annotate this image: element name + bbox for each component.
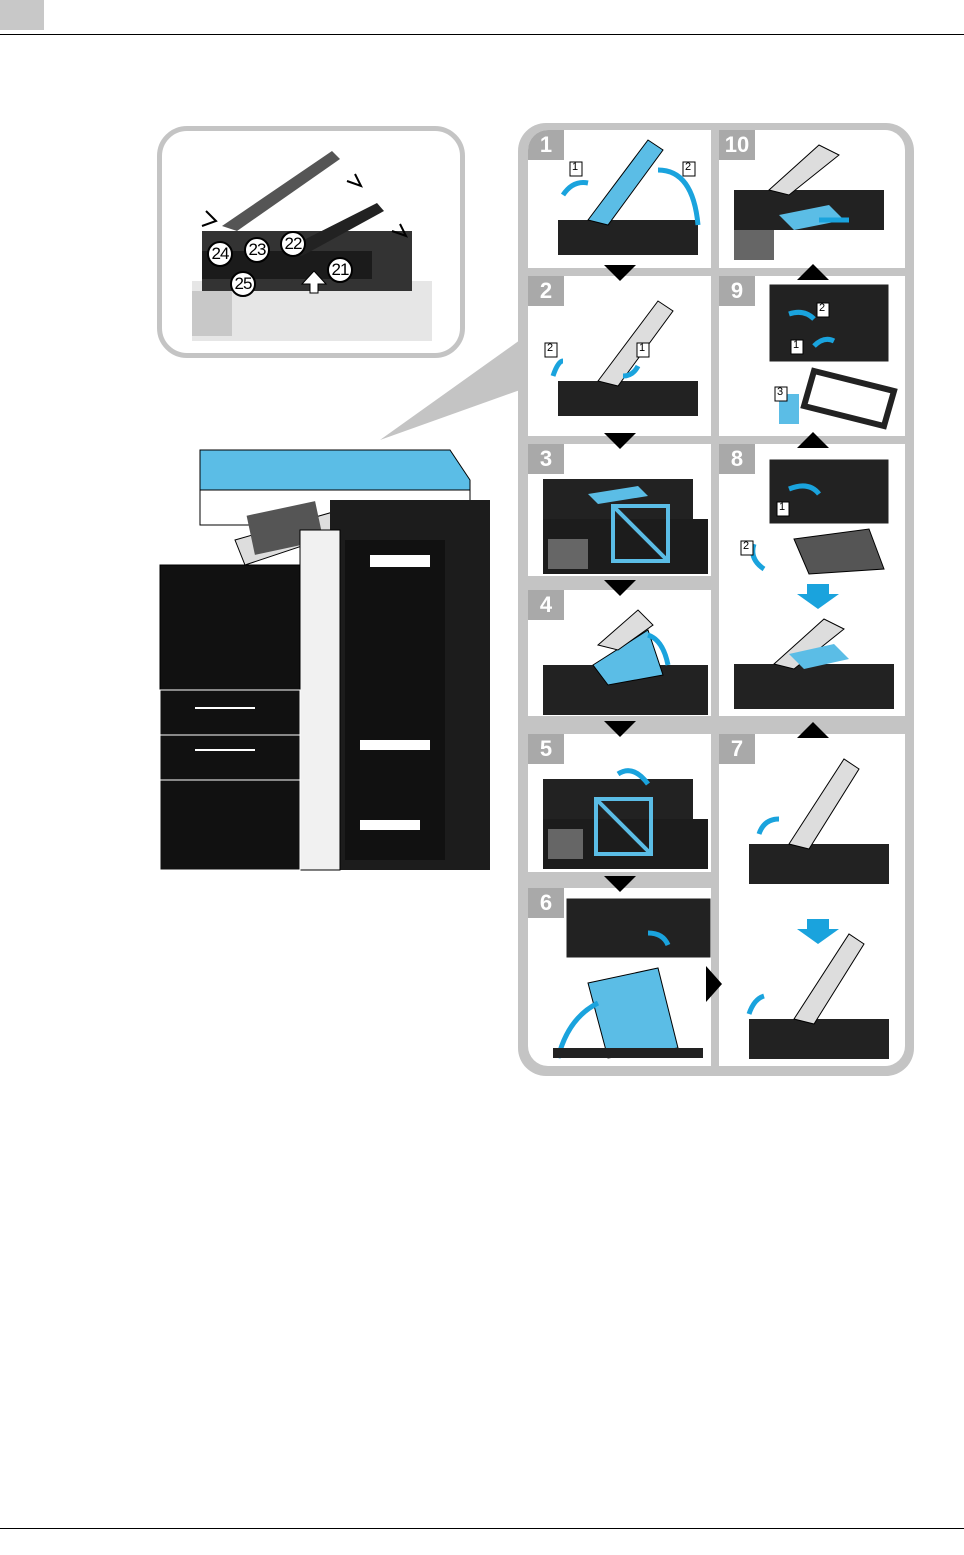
step-2-cell: 2 2 1 [528,276,711,436]
callout-22: 22 [280,231,306,257]
step-1-illustration [528,130,711,268]
zoom-connector [370,330,530,450]
step-4-illustration [528,590,711,716]
footer-rule [0,1528,964,1529]
flow-arrow-2-to-3 [604,433,636,449]
flow-arrow-8-to-9 [797,432,829,448]
callout-21: 21 [327,257,353,283]
flow-arrow-4-to-5 [604,721,636,737]
zoom-inset: 24 23 22 21 25 [157,126,465,358]
step-1-label-1: 1 [572,161,578,173]
page-corner-tab [0,0,44,30]
step-5-illustration [528,734,711,872]
step-6-illustration [528,888,711,1066]
step-10-cell: 10 [719,130,905,268]
step-6-cell: 6 [528,888,711,1066]
step-3-illustration [528,444,711,576]
step-9-label-1: 1 [793,339,799,351]
step-2-illustration [528,276,711,436]
flow-arrow-5-to-6 [604,876,636,892]
flow-arrow-7-to-8 [797,722,829,738]
header-rule [0,34,964,35]
callout-24: 24 [207,241,233,267]
step-10-illustration [719,130,905,268]
step-8-cell: 8 1 2 [719,444,905,716]
flow-arrow-1-to-2 [604,265,636,281]
step-9-label-2: 2 [819,302,825,314]
step-8-label-2: 2 [743,540,749,552]
step-5-cell: 5 [528,734,711,872]
adf-detail-illustration [162,131,460,353]
flow-arrow-6-to-7 [706,966,722,1002]
copier-illustration [150,440,500,872]
callout-25: 25 [230,271,256,297]
flow-arrow-3-to-4 [604,580,636,596]
step-4-cell: 4 [528,590,711,716]
step-7-illustration [719,734,905,1066]
step-8-illustration [719,444,905,716]
step-9-label-3: 3 [777,386,783,398]
callout-23: 23 [244,237,270,263]
step-2-label-2: 2 [547,342,553,354]
step-3-cell: 3 [528,444,711,576]
step-8-label-1: 1 [779,501,785,513]
flow-arrow-9-to-10 [797,264,829,280]
step-1-cell: 1 1 2 [528,130,711,268]
step-2-label-1: 1 [639,342,645,354]
step-1-label-2: 2 [685,161,691,173]
step-9-cell: 9 2 1 3 [719,276,905,436]
step-9-illustration [719,276,905,436]
step-7-cell: 7 [719,734,905,1066]
